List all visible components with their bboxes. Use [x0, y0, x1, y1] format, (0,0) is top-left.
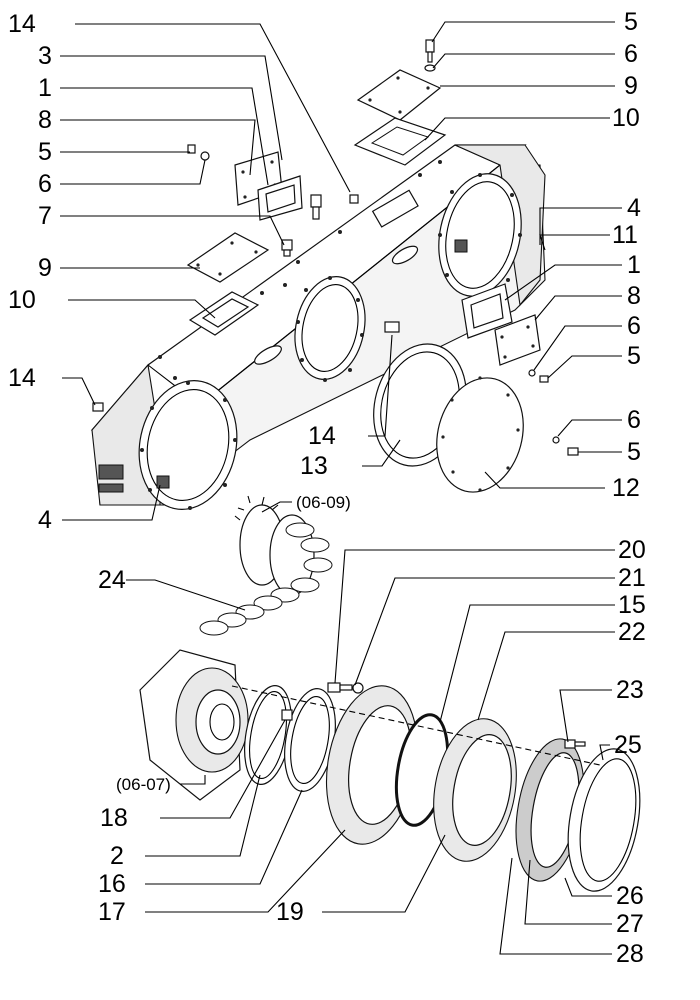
callout-10-top: 10 — [612, 104, 640, 132]
right-gasket — [461, 283, 513, 339]
callout-14-left: 14 — [8, 364, 36, 392]
plug-14-side — [384, 321, 400, 333]
callout-8-right: 8 — [627, 282, 641, 310]
seal-ring-2 — [244, 685, 292, 785]
callout-5-lower: 5 — [627, 438, 641, 466]
callout-28: 28 — [616, 940, 644, 968]
left-gasket — [188, 291, 260, 336]
ring-22 — [433, 718, 517, 862]
bolt-top — [424, 39, 436, 72]
callout-20: 20 — [618, 536, 646, 564]
bolt-20 — [327, 682, 364, 694]
callout-7: 7 — [38, 202, 52, 230]
right-plate — [494, 314, 541, 366]
motor-housing — [139, 649, 249, 801]
callout-22: 22 — [618, 618, 646, 646]
leader-lines — [60, 21, 622, 955]
plug-14-left — [92, 402, 104, 412]
upper-left-gasket — [257, 175, 303, 221]
callout-6-top: 6 — [624, 40, 638, 68]
callout-21: 21 — [618, 564, 646, 592]
callout-15: 15 — [618, 591, 646, 619]
callout-17: 17 — [98, 898, 126, 926]
cover-25 — [567, 748, 641, 892]
callout-24: 24 — [98, 566, 126, 594]
washer-right — [528, 369, 549, 383]
fitting-18 — [281, 709, 293, 721]
callout-12: 12 — [612, 474, 640, 502]
chain-and-sprockets — [199, 495, 333, 636]
callout-9-top: 9 — [624, 72, 638, 100]
callout-19: 19 — [276, 898, 304, 926]
callout-25: 25 — [614, 731, 642, 759]
callout-1-left: 1 — [38, 74, 52, 102]
bolt-23 — [564, 739, 586, 749]
callout-ref-06-07: (06-07) — [116, 775, 171, 794]
chain-case-housing — [90, 144, 546, 510]
callout-16: 16 — [98, 870, 126, 898]
callout-5-right: 5 — [627, 342, 641, 370]
callout-10-left: 10 — [8, 286, 36, 314]
plug-7 — [281, 239, 293, 257]
cover-disk — [436, 376, 524, 493]
washer-bolt-cover — [552, 436, 579, 456]
callout-2: 2 — [110, 842, 124, 870]
callout-1-right: 1 — [627, 251, 641, 279]
callout-3: 3 — [38, 42, 52, 70]
callout-5-top: 5 — [624, 8, 638, 36]
callout-5-left: 5 — [38, 138, 52, 166]
callout-6-left: 6 — [38, 170, 52, 198]
callout-27: 27 — [616, 910, 644, 938]
housing-right-opening — [438, 173, 522, 297]
callout-13: 13 — [300, 452, 328, 480]
callout-14-top-left: 14 — [8, 10, 36, 38]
plug-14-top — [349, 194, 359, 204]
callout-18: 18 — [100, 804, 128, 832]
callout-4-right: 4 — [627, 194, 641, 222]
bolt-ring-28 — [515, 738, 585, 882]
top-cover-plate — [356, 69, 442, 121]
callout-11: 11 — [612, 221, 638, 249]
left-cover-plate — [186, 232, 270, 283]
callout-9-left: 9 — [38, 254, 52, 282]
callout-8-left: 8 — [38, 106, 52, 134]
callout-6-right: 6 — [627, 312, 641, 340]
bolt-upper-left — [187, 144, 210, 161]
callout-4-bottom-left: 4 — [38, 506, 52, 534]
callout-ref-06-09: (06-09) — [296, 493, 351, 512]
callout-23: 23 — [616, 676, 644, 704]
callout-6-lower: 6 — [627, 406, 641, 434]
breather-fitting — [310, 194, 322, 220]
callout-labels: 14 3 1 8 5 6 7 9 10 14 4 5 6 9 10 4 11 1… — [8, 8, 646, 968]
top-gasket — [353, 117, 447, 166]
callout-26: 26 — [616, 882, 644, 910]
callout-14-center: 14 — [308, 422, 336, 450]
